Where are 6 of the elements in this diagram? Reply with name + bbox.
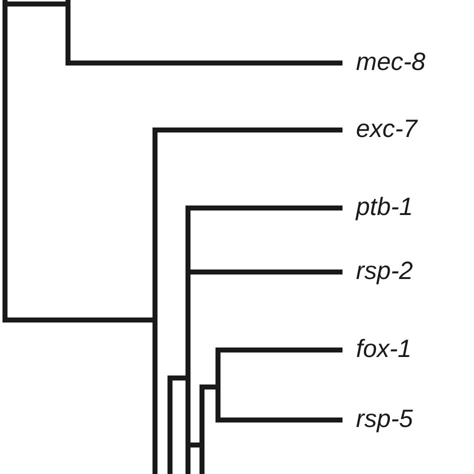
leaf-label: mec-8 [356, 47, 426, 77]
leaf-label: fox-1 [356, 334, 412, 364]
leaf-label: rsp-2 [356, 256, 413, 286]
leaf-label: ptb-1 [356, 192, 413, 222]
leaf-label: rsp-5 [356, 404, 413, 434]
leaf-label: exc-7 [356, 114, 418, 144]
